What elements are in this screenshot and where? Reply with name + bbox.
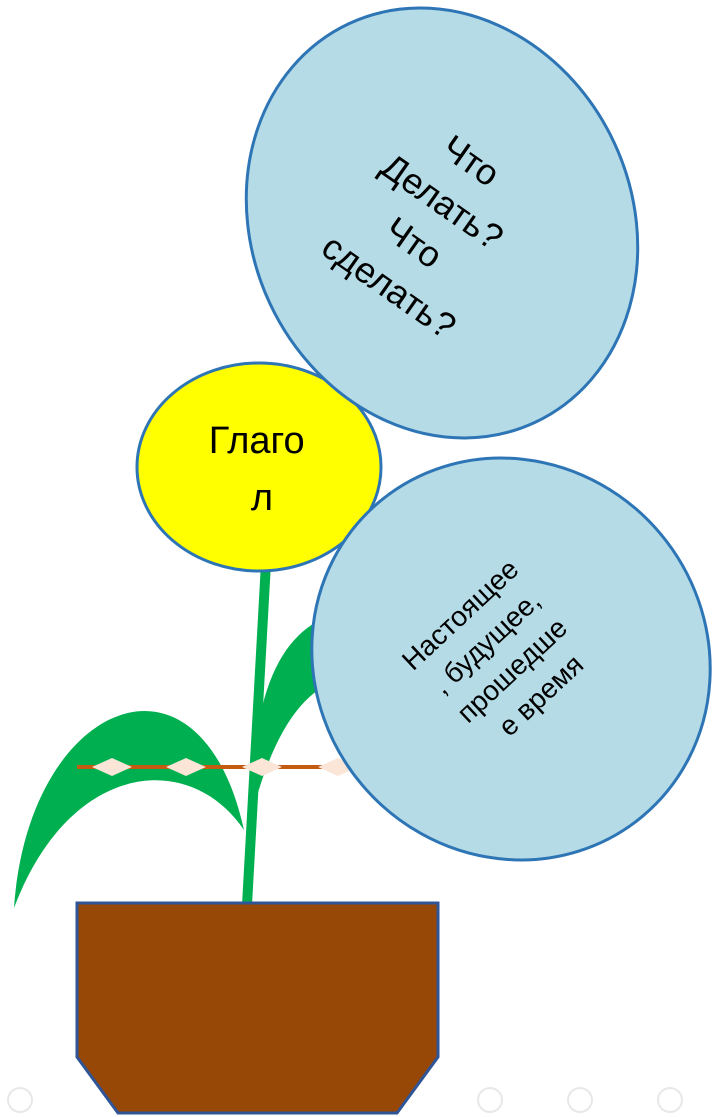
center-text-line-1: Глаго: [209, 420, 305, 462]
pot-diamond: [92, 758, 132, 776]
leaf-left: [14, 711, 244, 908]
pot-diamond: [166, 758, 206, 776]
dot: [7, 1087, 33, 1113]
pot-diamond: [242, 758, 282, 776]
center-text-line-2: л: [251, 477, 273, 519]
petal-right: [310, 456, 712, 862]
dot: [477, 1087, 503, 1113]
petal-top: [244, 6, 640, 440]
dot: [567, 1087, 593, 1113]
pot-body: [75, 901, 440, 1115]
decorative-dots: [7, 1087, 683, 1113]
dot: [657, 1087, 683, 1113]
petal-top-text: Что Делать? Что сделать?: [315, 103, 550, 347]
stem: [242, 545, 272, 905]
flower-pot-icon: [75, 758, 440, 1115]
center-text: Глаго л: [209, 420, 315, 519]
flower-center: [135, 361, 383, 573]
